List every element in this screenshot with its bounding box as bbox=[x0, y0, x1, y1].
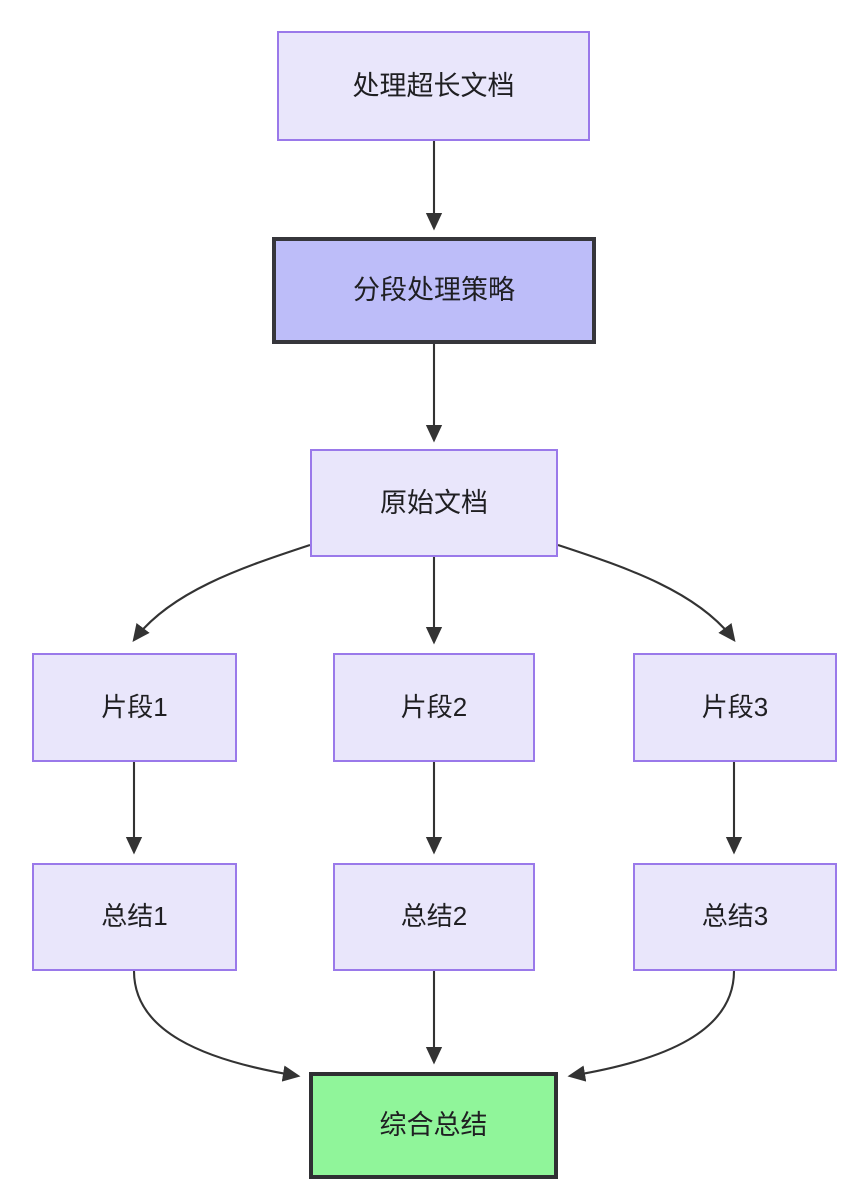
node-summary-1[interactable]: 总结1 bbox=[32, 863, 237, 971]
edge-n9-to-n10 bbox=[567, 970, 736, 1082]
edge-n3-to-n6 bbox=[557, 544, 736, 643]
node-fragment-3[interactable]: 片段3 bbox=[633, 653, 837, 762]
node-fragment-2[interactable]: 片段2 bbox=[333, 653, 535, 762]
node-summary-3[interactable]: 总结3 bbox=[633, 863, 837, 971]
node-label: 原始文档 bbox=[380, 487, 488, 518]
node-final-summary[interactable]: 综合总结 bbox=[309, 1072, 558, 1179]
node-label: 片段1 bbox=[101, 691, 168, 722]
node-label: 综合总结 bbox=[379, 1110, 488, 1141]
node-label: 片段3 bbox=[701, 691, 769, 722]
edge-n7-to-n10 bbox=[132, 970, 301, 1082]
node-label: 总结3 bbox=[701, 901, 769, 932]
node-label: 分段处理策略 bbox=[353, 275, 515, 306]
node-fragment-1[interactable]: 片段1 bbox=[32, 653, 237, 762]
node-summary-2[interactable]: 总结2 bbox=[333, 863, 535, 971]
node-label: 处理超长文档 bbox=[352, 70, 515, 101]
node-chunking-strategy[interactable]: 分段处理策略 bbox=[272, 237, 596, 344]
node-original-document[interactable]: 原始文档 bbox=[310, 449, 558, 557]
node-label: 总结1 bbox=[101, 901, 168, 932]
node-process-long-document[interactable]: 处理超长文档 bbox=[277, 31, 590, 141]
edge-n3-to-n4 bbox=[132, 544, 311, 643]
node-label: 片段2 bbox=[400, 691, 468, 722]
node-label: 总结2 bbox=[400, 901, 468, 932]
